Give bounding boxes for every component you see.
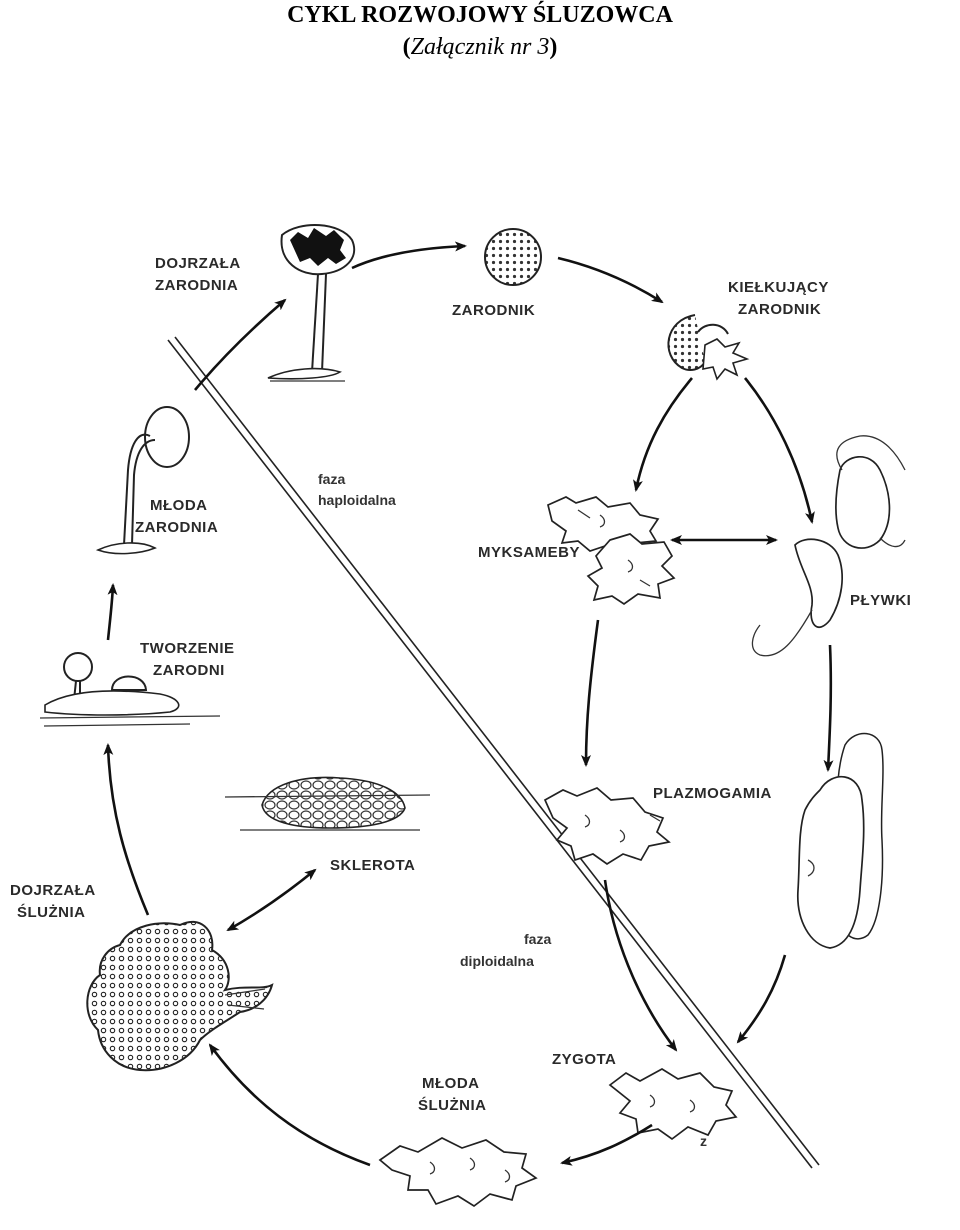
swarm-cells-drawing <box>751 435 906 657</box>
label-mloda-sluznia-1: MŁODA <box>422 1075 480 1092</box>
label-mloda-zarodnia-1: MŁODA <box>150 497 208 514</box>
arrow-spore-to-germinating <box>557 256 664 304</box>
zygote-drawing <box>608 1068 738 1141</box>
page-title: CYKL ROZWOJOWY ŚLUZOWCA <box>287 2 673 28</box>
label-faza-diploidalna-1: faza <box>524 931 551 947</box>
label-dojrzala-zarodnia-2: ZARODNIA <box>155 277 238 294</box>
germinating-spore-drawing <box>667 314 750 381</box>
arrow-formation-to-young-sporangium <box>106 583 118 641</box>
arrow-swarm-cells-to-fusion <box>823 644 834 772</box>
arrow-young-to-mature-plasmodium <box>208 1043 371 1167</box>
label-mloda-zarodnia-2: ZARODNIA <box>135 519 218 536</box>
arrow-fusion-to-zygote <box>736 954 787 1044</box>
label-plywki: PŁYWKI <box>850 592 911 609</box>
sporangia-formation-drawing <box>39 652 221 727</box>
label-faza-haploidalna-1: faza <box>318 471 345 487</box>
mature-sporangium-drawing <box>267 224 355 382</box>
mature-plasmodium-drawing <box>86 920 274 1072</box>
label-plazmogamia: PLAZMOGAMIA <box>653 785 772 802</box>
label-kielkujacy-zarodnik-2: ZARODNIK <box>738 301 821 318</box>
subtitle-text: Załącznik nr 3 <box>410 34 550 60</box>
label-dojrzala-sluznia-2: ŚLUŻNIA <box>17 903 86 921</box>
label-kielkujacy-zarodnik-1: KIEŁKUJĄCY <box>728 279 829 296</box>
plasmogamy-drawing <box>543 787 671 866</box>
label-zygota: ZYGOTA <box>552 1051 616 1068</box>
arrow-plasmodium-to-sporangia-formation <box>103 743 150 916</box>
arrow-germinating-to-myxamoebae <box>633 377 693 492</box>
arrow-germinating-to-swarm-cells <box>743 377 815 524</box>
label-myksameby: MYKSAMEBY <box>478 544 580 561</box>
arrow-young-to-mature-sporangium <box>194 298 287 391</box>
label-tworzenie-zarodni-2: ZARODNI <box>153 662 225 679</box>
arrow-sporangium-to-spore <box>351 241 467 270</box>
myxamoebae-drawing <box>547 496 676 606</box>
label-dojrzala-sluznia-1: DOJRZAŁA <box>10 882 96 899</box>
label-mloda-sluznia-2: ŚLUŻNIA <box>418 1096 487 1114</box>
label-zygota-mark: z <box>700 1133 707 1149</box>
cycle-arrows <box>103 241 834 1167</box>
label-zarodnik: ZARODNIK <box>452 302 535 319</box>
sclerotium-drawing <box>224 776 431 831</box>
label-faza-diploidalna-2: diploidalna <box>460 953 534 969</box>
arrow-plasmogamy-to-zygote <box>603 879 678 1052</box>
arrow-myxamoebae-to-plasmogamy <box>581 619 600 767</box>
young-plasmodium-drawing <box>378 1137 538 1208</box>
phase-divider-line <box>167 336 820 1169</box>
arrow-zygote-to-young-plasmodium <box>560 1123 653 1166</box>
label-sklerota: SKLEROTA <box>330 857 415 874</box>
fusing-swarm-cells-drawing <box>797 732 884 949</box>
label-dojrzala-zarodnia-1: DOJRZAŁA <box>155 255 241 272</box>
spore-drawing <box>484 228 542 286</box>
label-faza-haploidalna-2: haploidalna <box>318 492 396 508</box>
young-sporangium-drawing <box>95 406 190 555</box>
page-subtitle: (Załącznik nr 3) <box>402 34 558 60</box>
label-tworzenie-zarodni-1: TWORZENIE <box>140 640 235 657</box>
arrow-plasmodium-sclerotium <box>226 868 317 932</box>
